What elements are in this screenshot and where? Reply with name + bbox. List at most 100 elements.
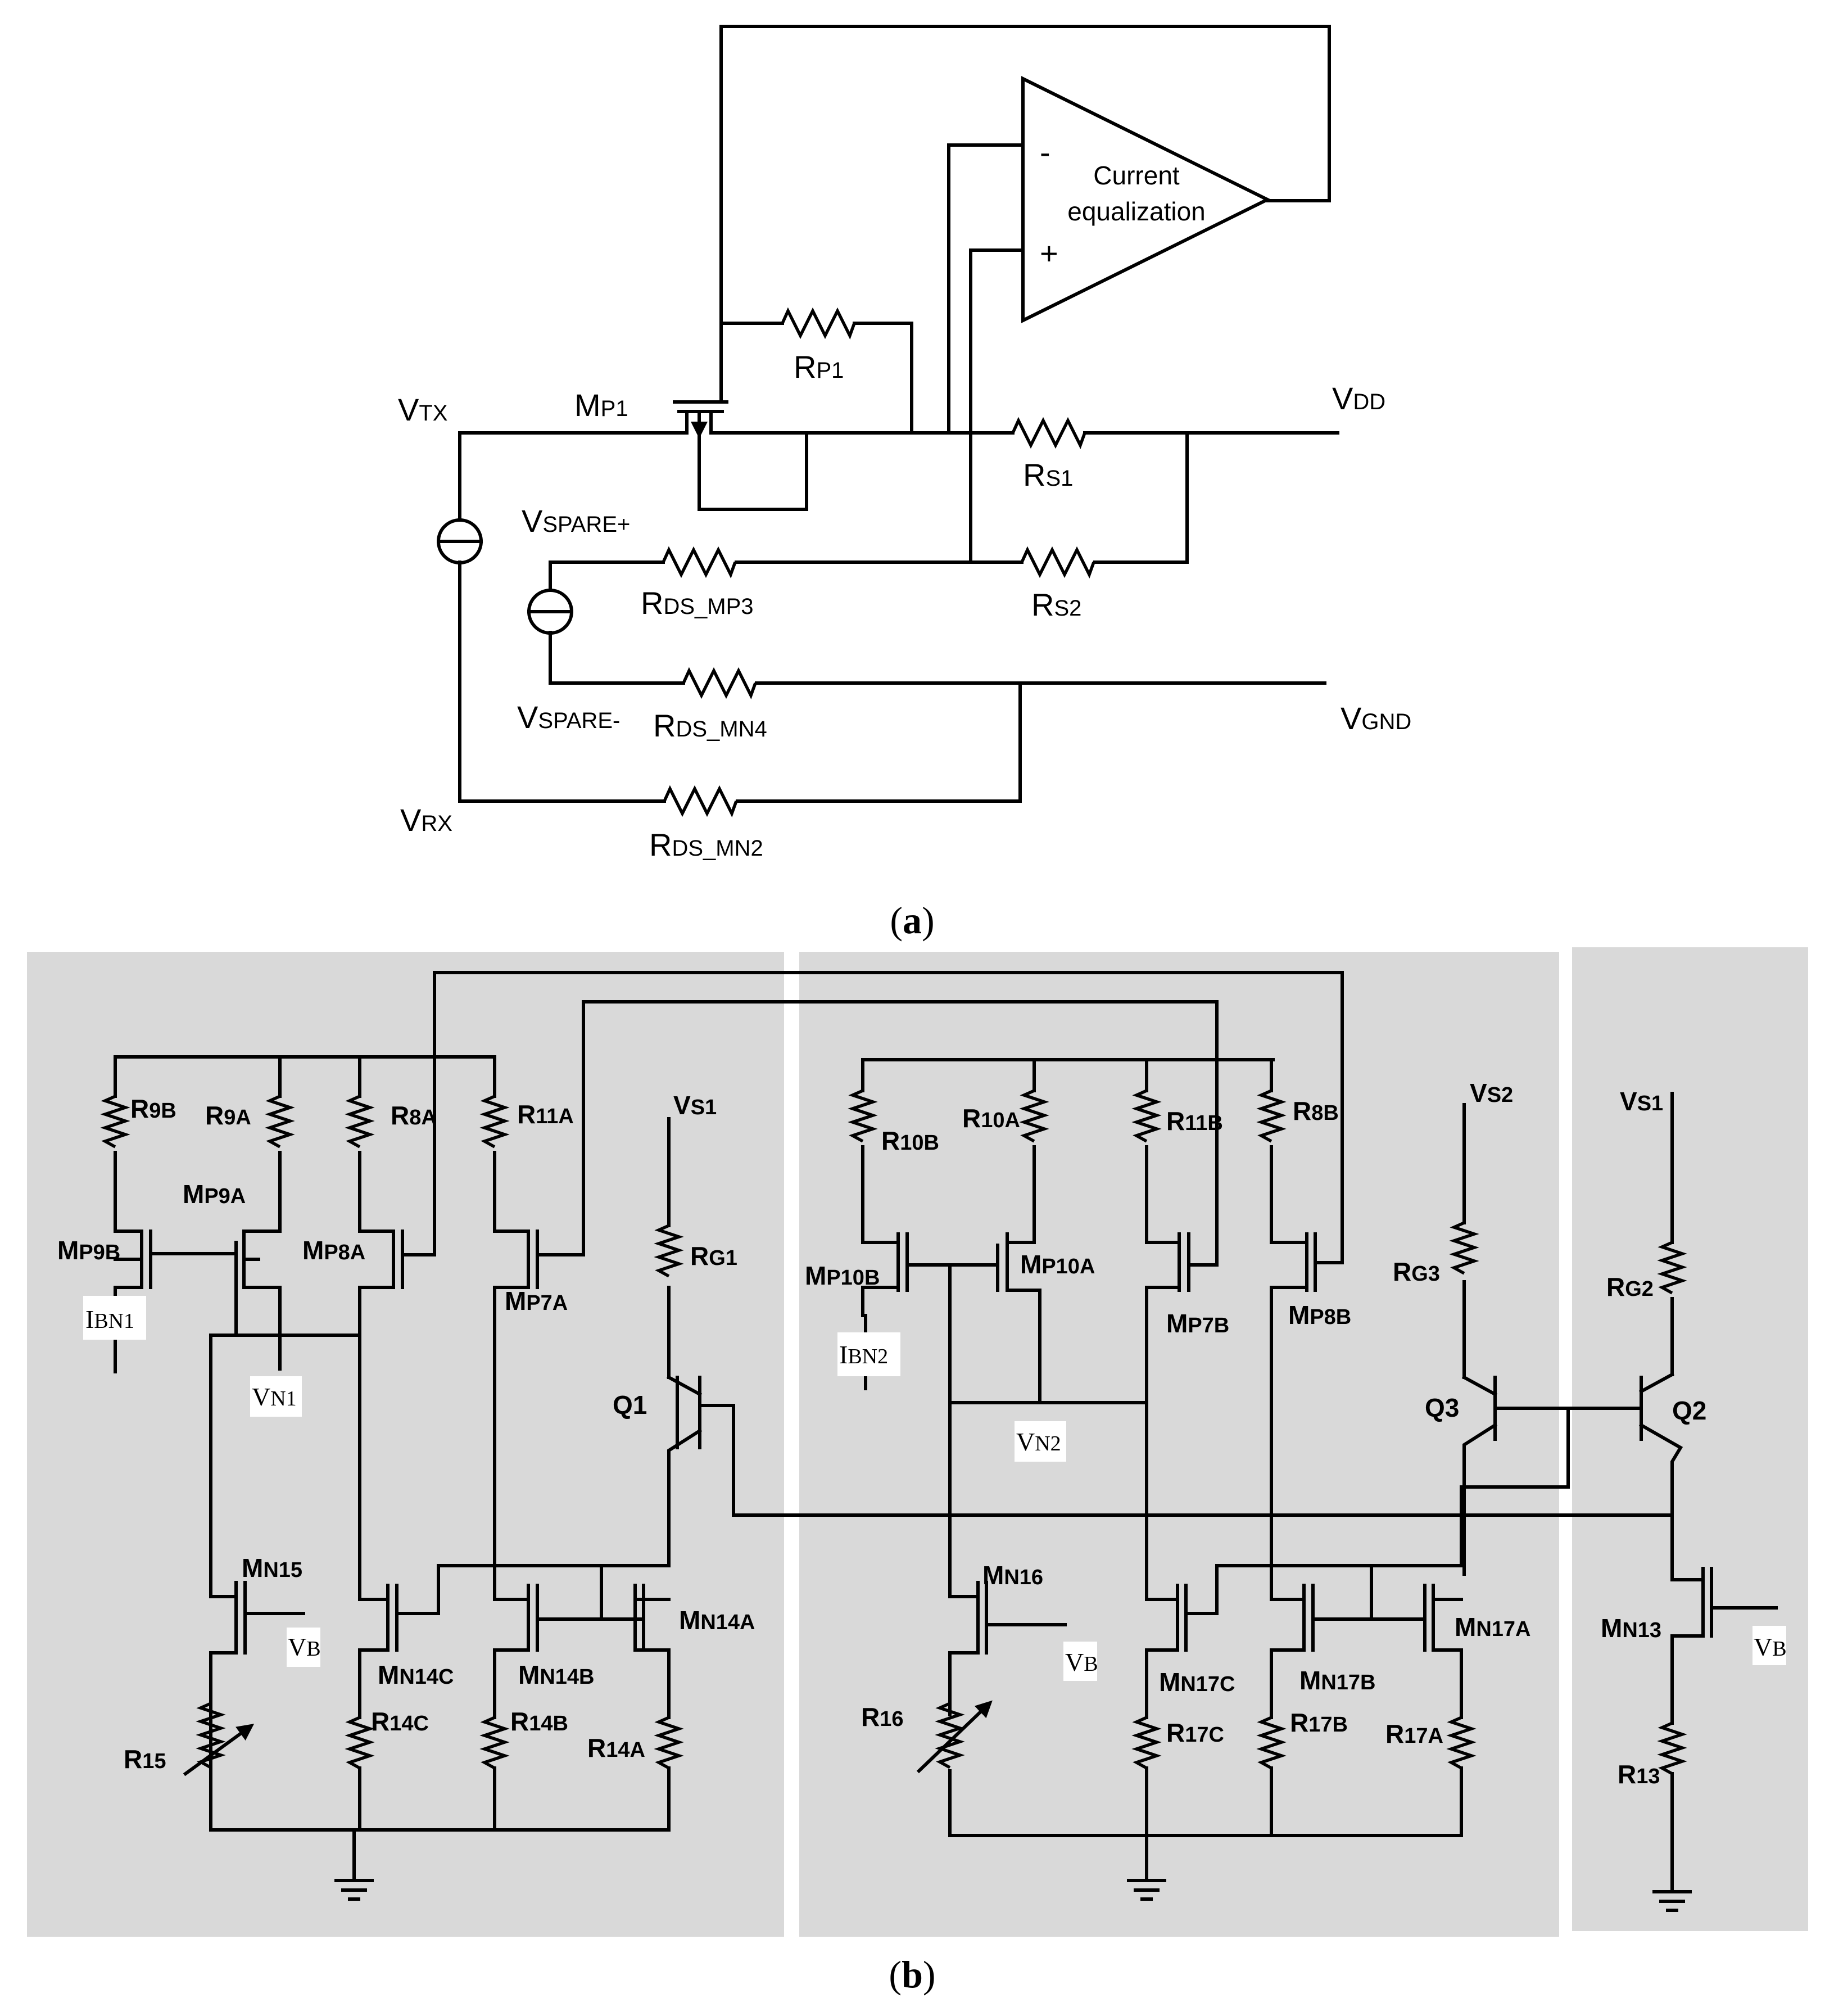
feedback-wire bbox=[719, 25, 1331, 404]
current-equalization-opamp bbox=[1021, 76, 1271, 323]
caption-a: (a) bbox=[890, 899, 934, 942]
spare-wire bbox=[549, 560, 1326, 685]
rs1-resistor bbox=[1011, 417, 1086, 449]
middle-pmos-group bbox=[861, 1232, 1344, 1601]
label-vn1: VN1 bbox=[252, 1382, 297, 1411]
label-ibn2: IBN2 bbox=[839, 1340, 888, 1369]
rds-mp3-resistor bbox=[662, 546, 737, 578]
left-top-resistors bbox=[100, 1095, 510, 1149]
right-ground-symbol bbox=[1652, 1890, 1692, 1912]
label-mn14a: MN14A bbox=[679, 1606, 755, 1635]
label-vspare-minus: VSPARE- bbox=[517, 699, 620, 735]
label-vb-right: VB bbox=[1754, 1633, 1787, 1661]
label-r17c: R17C bbox=[1166, 1718, 1224, 1747]
top-cross-wire-1 bbox=[433, 971, 1344, 1264]
rp1-wire bbox=[719, 322, 913, 435]
vtx-wire bbox=[458, 431, 1339, 564]
label-mn13: MN13 bbox=[1601, 1613, 1661, 1643]
label-mn17b: MN17B bbox=[1299, 1666, 1375, 1695]
mn14-group bbox=[358, 1550, 671, 1719]
label-vb-left: VB bbox=[288, 1633, 321, 1661]
rg2-resistor bbox=[1657, 1241, 1687, 1295]
q1-collector-wire bbox=[667, 1117, 679, 1449]
label-mn17c: MN17C bbox=[1159, 1667, 1235, 1697]
mn15-transistor bbox=[209, 1581, 305, 1832]
label-mn14b: MN14B bbox=[518, 1660, 594, 1689]
label-rds-mn2: RDS_MN2 bbox=[649, 827, 763, 862]
label-rds-mn4: RDS_MN4 bbox=[653, 708, 767, 743]
r13-resistor bbox=[1657, 1721, 1687, 1775]
label-rg3: RG3 bbox=[1393, 1257, 1440, 1286]
label-mp10a: MP10A bbox=[1020, 1250, 1095, 1279]
label-r14a: R14A bbox=[587, 1733, 645, 1762]
left-resistor-drops bbox=[114, 1055, 496, 1233]
label-mn14c: MN14C bbox=[378, 1660, 454, 1689]
label-rp1: RP1 bbox=[794, 349, 844, 385]
label-mp8b: MP8B bbox=[1288, 1300, 1351, 1330]
label-r16: R16 bbox=[861, 1702, 904, 1732]
label-r10b: R10B bbox=[881, 1126, 939, 1155]
label-r11a: R11A bbox=[517, 1100, 574, 1129]
q2-wiring bbox=[1638, 1092, 1683, 1581]
label-mn16: MN16 bbox=[982, 1561, 1043, 1590]
label-mp9b: MP9B bbox=[57, 1236, 120, 1265]
label-r14c: R14C bbox=[371, 1707, 429, 1736]
opamp-plus-sign: + bbox=[1040, 236, 1058, 271]
opamp-minus-sign: - bbox=[1040, 134, 1050, 170]
label-q2: Q2 bbox=[1672, 1396, 1706, 1425]
label-vtx: VTX bbox=[398, 392, 447, 427]
mp1-body-loop bbox=[698, 431, 808, 511]
opamp-plus-wire bbox=[969, 248, 1025, 564]
label-mn17a: MN17A bbox=[1455, 1612, 1530, 1642]
label-vb-mid: VB bbox=[1065, 1648, 1098, 1676]
label-r17b: R17B bbox=[1290, 1708, 1348, 1737]
panel-a-schematic: - + Current equalization VTX VRX bbox=[398, 25, 1411, 942]
opamp-label-line1: Current bbox=[1093, 161, 1180, 190]
label-mp9a: MP9A bbox=[183, 1179, 246, 1209]
label-r13: R13 bbox=[1618, 1760, 1660, 1789]
label-r14b: R14B bbox=[510, 1707, 568, 1736]
vtx-vrx-wire bbox=[458, 431, 1022, 803]
rg3-resistor bbox=[1449, 1221, 1479, 1275]
vn2-node-wire bbox=[948, 1401, 1148, 1598]
label-r10a: R10A bbox=[962, 1104, 1020, 1133]
label-mp1: MP1 bbox=[574, 387, 628, 423]
label-vgnd: VGND bbox=[1341, 700, 1411, 736]
label-vs1-left: VS1 bbox=[673, 1091, 717, 1120]
left-block-background bbox=[27, 952, 784, 1937]
middle-block-background bbox=[799, 952, 1559, 1937]
rds-mn2-resistor bbox=[663, 785, 738, 817]
mp1-transistor bbox=[673, 400, 728, 435]
label-r9a: R9A bbox=[205, 1101, 251, 1130]
right-block-background bbox=[1572, 947, 1808, 1931]
mn13-transistor bbox=[1670, 1567, 1778, 1725]
middle-resistor-drops bbox=[861, 1058, 1273, 1244]
vn1-node-wire bbox=[209, 1334, 361, 1598]
label-vs1-right: VS1 bbox=[1620, 1087, 1663, 1116]
left-bottom-resistors bbox=[183, 1702, 684, 1777]
label-r8a: R8A bbox=[391, 1101, 437, 1130]
label-rs1: RS1 bbox=[1023, 457, 1073, 492]
label-vdd: VDD bbox=[1332, 381, 1385, 416]
label-rg2: RG2 bbox=[1606, 1272, 1654, 1301]
rg1-resistor bbox=[654, 1224, 684, 1278]
label-vs2: VS2 bbox=[1470, 1078, 1513, 1108]
mn16-transistor bbox=[948, 1581, 1067, 1716]
rds-mn4-resistor bbox=[682, 667, 757, 699]
q1-bjt bbox=[666, 1375, 1674, 1565]
caption-b: (b) bbox=[889, 1953, 935, 1996]
middle-ground-rail bbox=[948, 1766, 1463, 1879]
left-ground-rail bbox=[209, 1766, 671, 1879]
label-q3: Q3 bbox=[1425, 1393, 1459, 1422]
top-cross-wire-2 bbox=[582, 1000, 1219, 1267]
label-rds-mp3: RDS_MP3 bbox=[641, 585, 754, 621]
rp1-resistor bbox=[781, 307, 856, 340]
label-rs2: RS2 bbox=[1031, 587, 1081, 622]
middle-top-resistors bbox=[848, 1089, 1287, 1143]
label-vn2: VN2 bbox=[1016, 1427, 1061, 1456]
label-mp8a: MP8A bbox=[302, 1236, 365, 1265]
label-mn15: MN15 bbox=[242, 1553, 302, 1583]
label-vrx: VRX bbox=[400, 802, 452, 838]
opamp-minus-wire bbox=[947, 143, 1025, 435]
